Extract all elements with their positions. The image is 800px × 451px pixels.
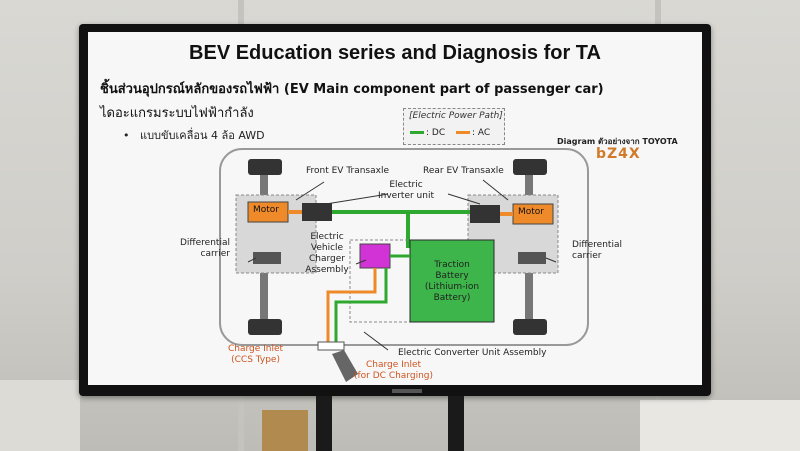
diagram-heading: ไดอะแกรมระบบไฟฟ้ากำลัง: [100, 106, 254, 121]
slide-title: BEV Education series and Diagnosis for T…: [189, 42, 601, 64]
slide-subtitle: ชิ้นส่วนอุปกรณ์หลักของรถไฟฟ้า (EV Main c…: [100, 82, 604, 97]
charge-inlet-ccs-label: Charge Inlet (CCS Type): [228, 344, 284, 365]
dc-swatch: [410, 131, 424, 134]
drive-type-text: แบบขับเคลื่อน 4 ล้อ AWD: [139, 129, 265, 142]
inverter-label: Electric Inverter unit: [378, 180, 434, 201]
diff-right-label: Differential carrier: [572, 240, 622, 261]
traction-battery: [409, 239, 495, 323]
dc-line-inlet: [334, 268, 388, 342]
legend-title: [Electric Power Path]: [409, 111, 503, 121]
ac-line-inlet: [326, 268, 377, 342]
ac-swatch: [456, 131, 470, 134]
battery-label: Traction Battery (Lithium-ion Battery): [424, 260, 480, 303]
stand-pole-left: [316, 396, 332, 451]
wheel-rear-left: [513, 159, 547, 175]
wheel-front-right: [248, 319, 282, 335]
shelf: [0, 380, 80, 451]
legend-dc: : DC: [410, 128, 445, 138]
bz4x-logo: bZ4X: [596, 146, 641, 162]
diff-rear: [518, 252, 546, 264]
monitor-brand-logo: [392, 389, 422, 393]
legend-ac: : AC: [456, 128, 490, 138]
rear-transaxle-label: Rear EV Transaxle: [423, 166, 504, 176]
charge-inlet-port: [317, 341, 345, 351]
charge-inlet-dc-label: Charge Inlet (for DC Charging): [354, 360, 434, 381]
car-body: [219, 148, 589, 346]
power-path-legend: [Electric Power Path] : DC : AC: [403, 108, 505, 145]
charger-label: Electric Vehicle Charger Assembly: [305, 232, 349, 275]
wheel-rear-right: [513, 319, 547, 335]
wheel-front-left: [248, 159, 282, 175]
cardboard-box: [262, 410, 308, 451]
ev-powertrain-diagram: [219, 148, 589, 382]
front-transaxle-label: Front EV Transaxle: [306, 166, 389, 176]
charger-assembly: [359, 243, 391, 269]
motor-front-label: Motor: [253, 205, 280, 215]
diff-left-label: Differential carrier: [180, 238, 230, 259]
inverter-rear: [470, 205, 500, 223]
inverter-front: [302, 203, 332, 221]
monitor: BEV Education series and Diagnosis for T…: [79, 24, 711, 396]
side-table: [640, 400, 800, 451]
charging-gun: [332, 350, 358, 382]
stand-pole-right: [448, 396, 464, 451]
diff-front: [253, 252, 281, 264]
motor-rear-label: Motor: [518, 207, 545, 217]
source-label: Diagram ตัวอย่างจาก TOYOTA: [557, 137, 678, 146]
drive-type-bullet: • แบบขับเคลื่อน 4 ล้อ AWD: [123, 129, 265, 142]
slide-screen: BEV Education series and Diagnosis for T…: [88, 32, 702, 385]
converter-label: Electric Converter Unit Assembly: [398, 348, 547, 358]
